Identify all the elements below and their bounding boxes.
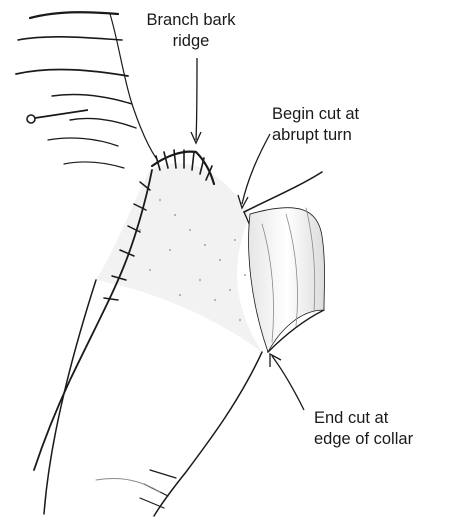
arrow-begin-cut [238,134,270,208]
label-end-cut: End cut at edge of collar [314,408,413,450]
label-begin-cut: Begin cut at abrupt turn [272,104,359,146]
label-branch-bark-ridge-line1: Branch bark [126,10,256,31]
pin [27,110,88,123]
label-begin-cut-line1: Begin cut at [272,104,359,125]
branch-collar [96,163,262,352]
label-end-cut-line2: edge of collar [314,429,413,450]
label-branch-bark-ridge: Branch bark ridge [126,10,256,52]
label-end-cut-line1: End cut at [314,408,413,429]
label-branch-bark-ridge-line2: ridge [126,31,256,52]
arrow-end-cut [270,354,304,410]
branch [244,172,325,352]
arrow-branch-bark-ridge [191,58,201,143]
label-begin-cut-line2: abrupt turn [272,125,359,146]
